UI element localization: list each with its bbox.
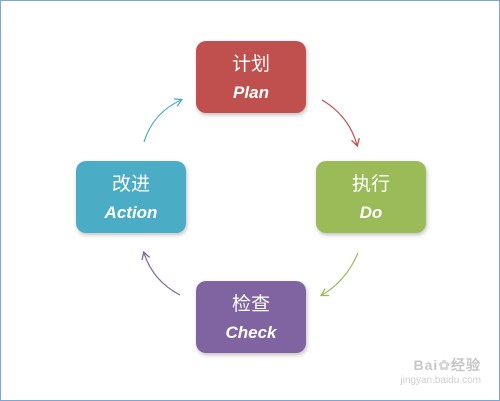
plan-english-label: Plan <box>233 83 269 102</box>
plan-chinese-label: 计划 <box>231 53 270 75</box>
action-english-label: Action <box>104 203 158 222</box>
plan-node: 计划 Plan <box>196 41 306 113</box>
do-node: 执行 Do <box>316 161 426 233</box>
arrow-check-to-action <box>141 250 181 296</box>
action-chinese-label: 改进 <box>111 173 150 195</box>
do-english-label: Do <box>359 203 383 222</box>
do-chinese-label: 执行 <box>351 173 390 195</box>
check-node: 检查 Check <box>196 281 306 353</box>
arrow-do-to-check <box>320 252 359 297</box>
check-english-label: Check <box>225 323 277 342</box>
arrow-action-to-plan <box>143 98 184 143</box>
watermark-url: jingyan.baidu.com <box>400 375 481 386</box>
baidu-watermark: Bai✿经验 jingyan.baidu.com <box>400 355 481 386</box>
baidu-logo: Bai✿经验 <box>413 357 481 373</box>
arrow-plan-to-do <box>321 99 360 148</box>
check-chinese-label: 检查 <box>231 293 270 315</box>
action-node: 改进 Action <box>76 161 186 233</box>
